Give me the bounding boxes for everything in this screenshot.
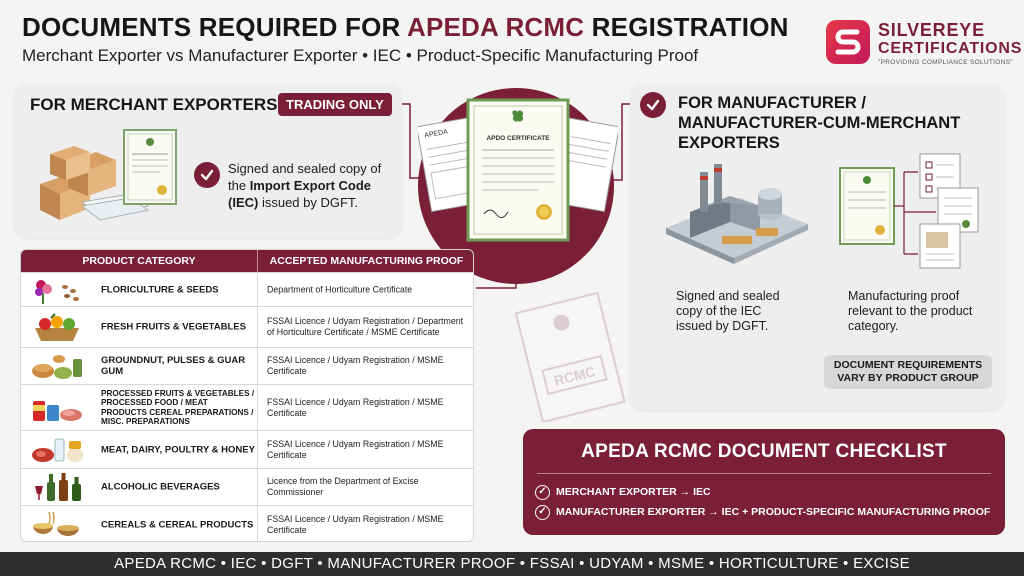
s-logo-icon: [826, 20, 870, 64]
checklist-divider: [537, 473, 991, 474]
proof-text: Department of Horticulture Certificate: [267, 284, 413, 294]
merchant-text-after: issued by DGFT.: [258, 195, 359, 210]
proof-text: FSSAI Licence / Udyam Registration / MSM…: [267, 355, 444, 376]
manufacturer-documents-icon: [839, 153, 979, 269]
proof-text: FSSAI Licence / Udyam Registration / MSM…: [267, 438, 444, 460]
brand-name-line1: SILVEREYE: [878, 20, 985, 40]
checklist-item: ✓ MERCHANT EXPORTER → IEC: [535, 483, 711, 501]
table-row: MEAT, DAIRY, POULTRY & HONEY FSSAI Licen…: [21, 430, 473, 468]
table-header: PRODUCT CATEGORY ACCEPTED MANUFACTURING …: [21, 250, 473, 272]
title-suffix: REGISTRATION: [584, 12, 789, 42]
table-row: PROCESSED FRUITS & VEGETABLES / PROCESSE…: [21, 384, 473, 430]
category-label: PROCESSED FRUITS & VEGETABLES / PROCESSE…: [101, 388, 255, 427]
checklist-item-text: MERCHANT EXPORTER → IEC: [556, 486, 711, 499]
meat-dairy-icon: [32, 438, 83, 462]
rcmc-watermark-icon: RCMC: [514, 292, 626, 422]
proof-text: FSSAI Licence / Udyam Registration / MSM…: [267, 513, 444, 535]
title-prefix: DOCUMENTS REQUIRED FOR: [22, 12, 407, 42]
manufacturer-title: FOR MANUFACTURER / MANUFACTURER-CUM-MERC…: [678, 94, 961, 152]
merchant-requirement-text: Signed and sealed copy of the Import Exp…: [228, 160, 388, 211]
header-manufacturing-proof: ACCEPTED MANUFACTURING PROOF: [257, 250, 473, 272]
checklist-item-text: MANUFACTURER EXPORTER → IEC + PRODUCT-SP…: [556, 506, 991, 519]
fruit-basket-icon: [35, 313, 79, 341]
merchant-text-before: Signed and sealed copy of the: [228, 161, 382, 193]
check-icon: ✓: [535, 504, 550, 520]
category-label: FRESH FRUITS & VEGETABLES: [101, 321, 246, 333]
category-label: ALCOHOLIC BEVERAGES: [101, 481, 220, 493]
document-requirements-note: DOCUMENT REQUIREMENTS VARY BY PRODUCT GR…: [824, 355, 992, 389]
factory-icon: [666, 164, 808, 264]
pulses-icon: [32, 355, 82, 379]
certificate-title: APDO CERTIFICATE: [486, 135, 550, 142]
page-subtitle: Merchant Exporter vs Manufacturer Export…: [22, 46, 699, 65]
certificate-icon: APEDA APDO CERTIFICATE: [418, 98, 618, 242]
check-icon: ✓: [535, 484, 550, 500]
category-label: MEAT, DAIRY, POULTRY & HONEY: [101, 444, 255, 455]
merchant-check-icon: [194, 162, 220, 188]
processed-food-icon: [33, 400, 82, 421]
merchant-title: FOR MERCHANT EXPORTERS: [30, 95, 278, 114]
proof-text: FSSAI Licence / Udyam Registration / Dep…: [267, 316, 464, 337]
footer-keywords: APEDA RCMC • IEC • DGFT • MANUFACTURER P…: [0, 552, 1024, 576]
category-label: CEREALS & CEREAL PRODUCTS: [101, 519, 254, 530]
brand-tagline: "PROVIDING COMPLIANCE SOLUTIONS": [878, 59, 1013, 66]
page-title: DOCUMENTS REQUIRED FOR APEDA RCMC REGIST…: [22, 12, 789, 43]
manufacturer-iec-text: Signed and sealed copy of the IEC issued…: [676, 289, 780, 333]
title-accent: APEDA RCMC: [406, 12, 585, 42]
table-row: FLORICULTURE & SEEDS Department of Horti…: [21, 272, 473, 306]
bottles-icon: [35, 473, 81, 501]
proof-text: Licence from the Department of Excise Co…: [267, 476, 419, 497]
flower-seeds-icon: [35, 279, 79, 304]
table-row: FRESH FRUITS & VEGETABLES FSSAI Licence …: [21, 306, 473, 347]
table-row: CEREALS & CEREAL PRODUCTS FSSAI Licence …: [21, 505, 473, 541]
category-label: GROUNDNUT, PULSES & GUAR GUM: [101, 355, 246, 377]
manufacturer-proof-text: Manufacturing proof relevant to the prod…: [848, 289, 973, 333]
table-row: GROUNDNUT, PULSES & GUAR GUM FSSAI Licen…: [21, 347, 473, 384]
boxes-certificate-icon: [40, 129, 177, 221]
proof-text: FSSAI Licence / Udyam Registration / MSM…: [267, 396, 444, 418]
category-label: FLORICULTURE & SEEDS: [101, 284, 219, 295]
header-product-category: PRODUCT CATEGORY: [82, 255, 196, 267]
merchant-text-iec: Import Export Code (IEC): [228, 178, 372, 210]
brand-name-line2: CERTIFICATIONS: [878, 40, 1023, 57]
product-category-table: PRODUCT CATEGORY ACCEPTED MANUFACTURING …: [20, 249, 474, 542]
apeda-doc-label: APEDA: [424, 129, 449, 140]
document-checklist: APEDA RCMC DOCUMENT CHECKLIST ✓ MERCHANT …: [523, 429, 1005, 535]
table-row: ALCOHOLIC BEVERAGES Licence from the Dep…: [21, 468, 473, 505]
cereal-bowls-icon: [33, 511, 79, 536]
brand-logo: SILVEREYE CERTIFICATIONS "PROVIDING COMP…: [824, 18, 1021, 68]
checklist-item: ✓ MANUFACTURER EXPORTER → IEC + PRODUCT-S…: [535, 503, 990, 521]
trading-only-badge: TRADING ONLY: [278, 93, 392, 116]
manufacturer-check-icon: [640, 92, 666, 118]
checklist-title: APEDA RCMC DOCUMENT CHECKLIST: [581, 441, 947, 462]
